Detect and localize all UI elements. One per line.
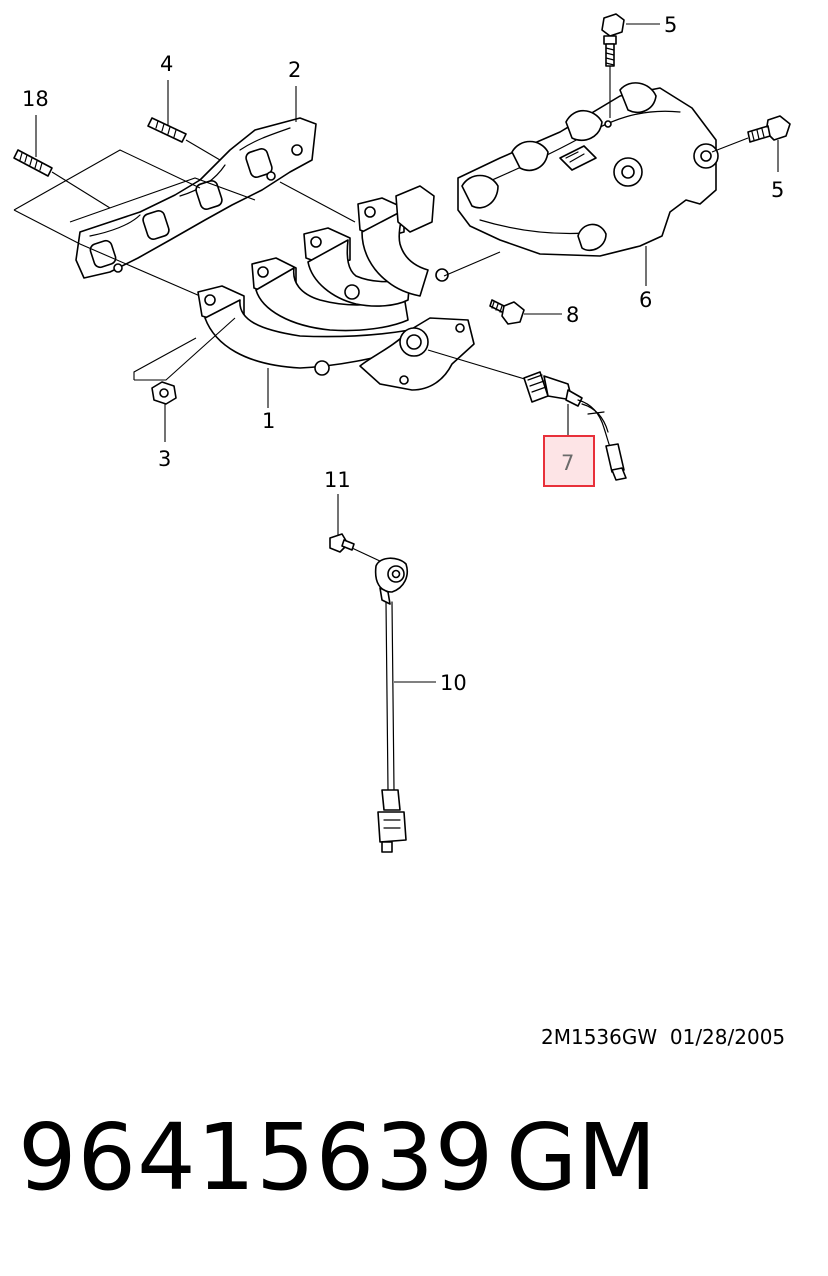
- bolt-8: [489, 299, 562, 325]
- stud-4: [147, 80, 187, 143]
- callout-6: 6: [639, 288, 652, 312]
- callout-7-highlight-box: [543, 435, 595, 487]
- knock-sensor-10: [374, 557, 436, 853]
- callout-11: 11: [324, 468, 351, 492]
- callout-2: 2: [288, 58, 301, 82]
- drawing-code: 2M1536GW 01/28/2005: [541, 1025, 786, 1049]
- exhaust-manifold-1: [197, 185, 475, 408]
- nut-3: [133, 317, 236, 442]
- bolt-5-right: [711, 115, 791, 172]
- callout-1: 1: [262, 409, 275, 433]
- callout-4: 4: [160, 52, 173, 76]
- callout-5-top: 5: [664, 13, 677, 37]
- leader-lines-studs: [13, 139, 356, 297]
- callout-5-right: 5: [771, 178, 784, 202]
- brand-name: GM: [506, 1104, 657, 1211]
- callout-10: 10: [440, 671, 467, 695]
- callout-3: 3: [158, 447, 171, 471]
- part-number: 96415639: [18, 1104, 495, 1211]
- callout-18: 18: [22, 87, 49, 111]
- bolt-11: [329, 494, 383, 563]
- oxygen-sensor-7: [427, 349, 627, 481]
- callout-8: 8: [566, 303, 579, 327]
- callout-7: 7: [561, 451, 574, 475]
- heat-shield-6: [443, 82, 719, 286]
- bolt-5-top: [601, 13, 660, 118]
- manifold-gasket-2: [75, 86, 317, 279]
- stud-18: [13, 115, 53, 177]
